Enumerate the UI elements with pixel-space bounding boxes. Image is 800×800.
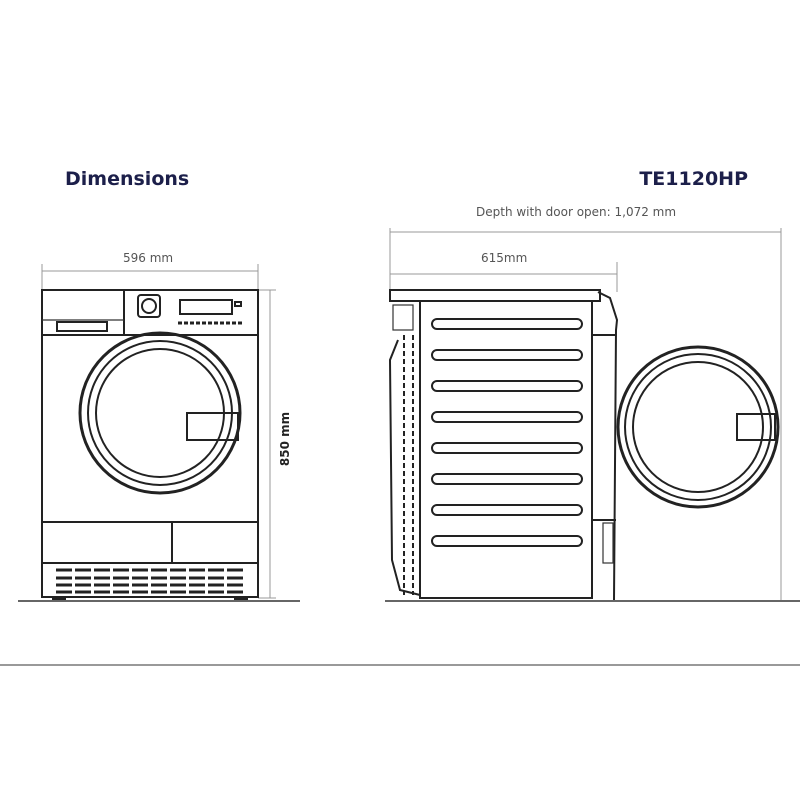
- side-view: [388, 289, 780, 601]
- depth-label: 615mm: [481, 251, 528, 265]
- front-view: [41, 289, 259, 600]
- width-dimension-line: [41, 264, 259, 290]
- depth-dimension-line: [390, 262, 618, 292]
- model-name: TE1120HP: [639, 168, 748, 190]
- depth-door-open-label: Depth with door open: 1,072 mm: [476, 205, 677, 219]
- depth-door-open-dimension-line: [389, 228, 782, 600]
- width-label: 596 mm: [123, 251, 174, 265]
- page-title: Dimensions: [65, 168, 190, 190]
- height-dimension-line: [258, 289, 276, 599]
